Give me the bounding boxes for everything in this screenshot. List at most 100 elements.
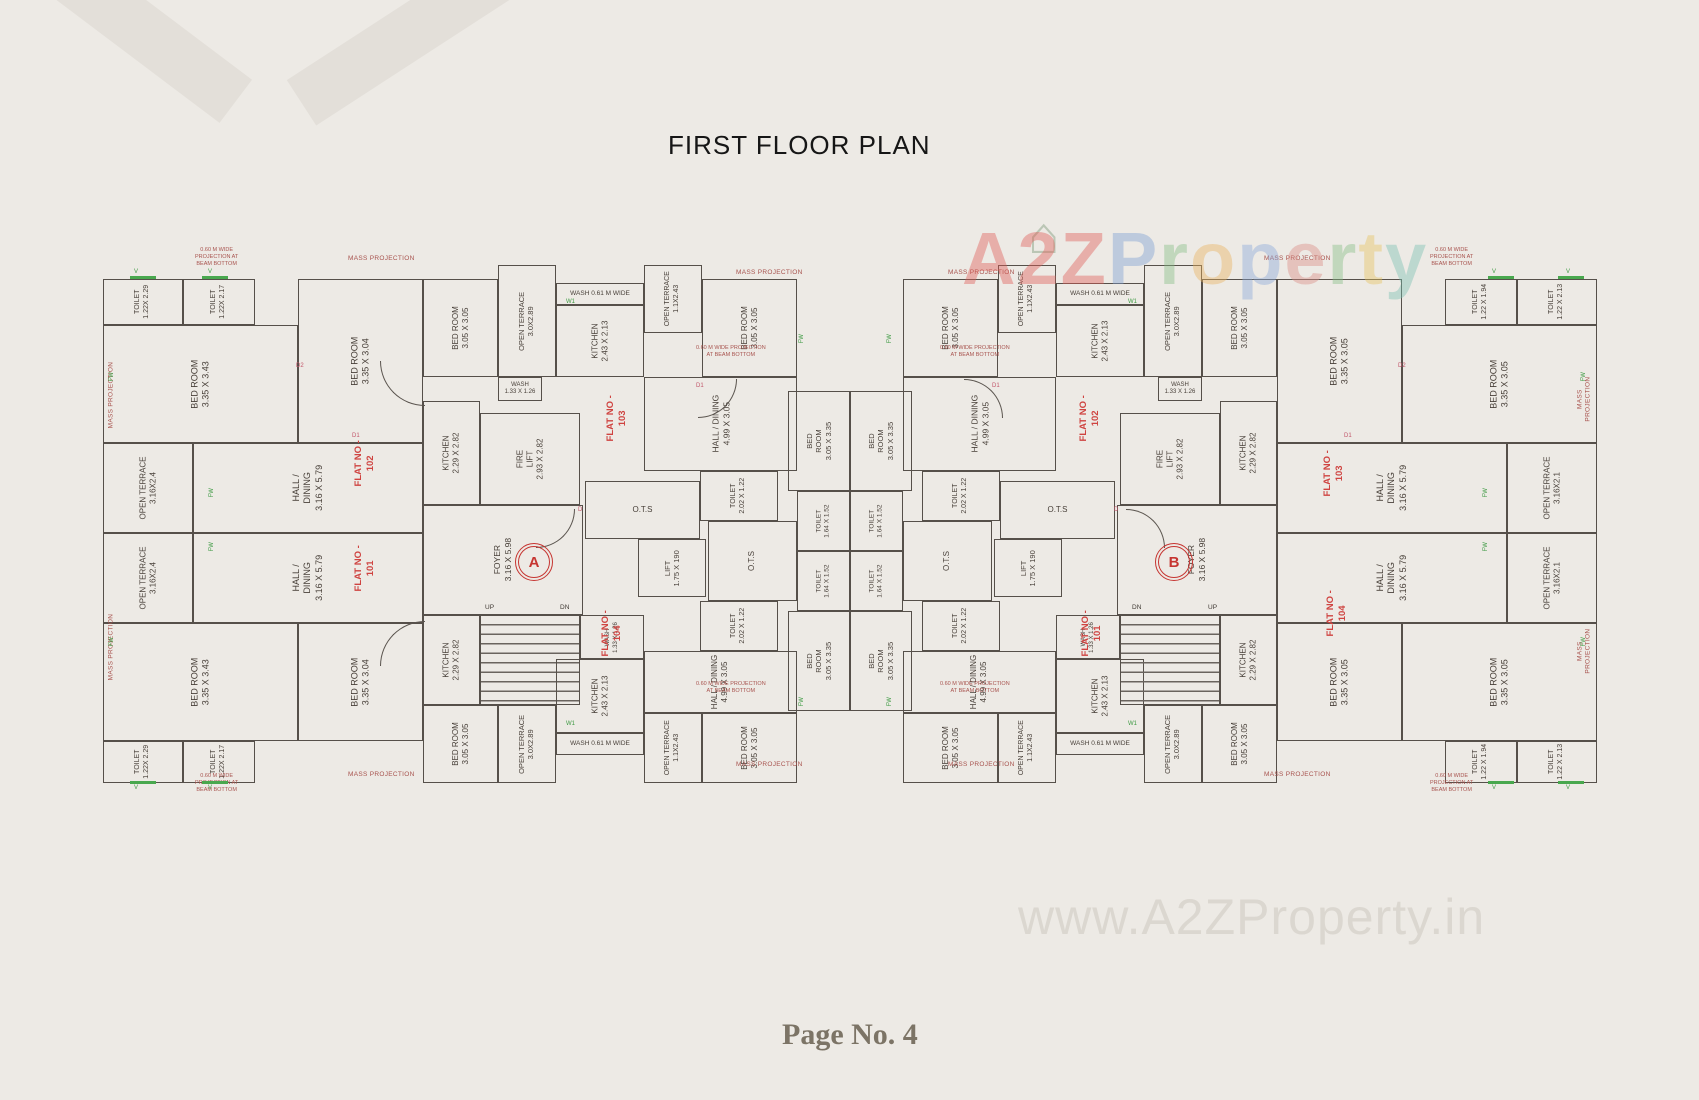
annotation-up: UP — [485, 604, 495, 611]
page-title: FIRST FLOOR PLAN — [668, 130, 931, 160]
annotation-v: V — [1492, 269, 1497, 275]
annotation-mass-projection: MASS PROJECTION — [107, 613, 115, 681]
annotation-fw: FW — [1482, 542, 1489, 552]
window-marker — [130, 276, 156, 279]
room-o-t-s: O.T.S — [903, 521, 992, 601]
brand-a2z-text: A2Z — [962, 217, 1108, 300]
brand-letter: y — [1385, 217, 1429, 300]
brand-letter: e — [1284, 217, 1328, 300]
annotation-0-60-m-wide-projection: 0.60 M WIDE PROJECTION AT BEAM BOTTOM — [696, 681, 766, 694]
annotation-mass-projection: MASS PROJECTION — [1576, 376, 1592, 422]
annotation-fw: FW — [1580, 372, 1587, 382]
annotation-v: V — [1492, 785, 1497, 791]
annotation-d1: D1 — [992, 383, 1000, 389]
wing-marker-a: A — [515, 543, 553, 581]
brand-watermark: A2ZProperty — [962, 216, 1428, 301]
annotation-0-60-m-wide: 0.60 M WIDE PROJECTION AT BEAM BOTTOM — [195, 247, 239, 267]
window-marker — [202, 276, 228, 279]
annotation-fw: FW — [1482, 488, 1489, 498]
window-marker — [202, 781, 228, 784]
flat-label-103: FLAT NO -103 — [1321, 449, 1346, 497]
annotation-mass-projection: MASS PROJECTION — [348, 771, 415, 778]
annotation-v: V — [1566, 785, 1571, 791]
room-wash-0-61-m-wide: WASH 0.61 M WIDE — [1056, 733, 1144, 755]
window-marker — [1558, 276, 1584, 279]
annotation-mass-projection: MASS PROJECTION — [1264, 771, 1331, 778]
flat-label-103: FLAT NO -103 — [604, 394, 629, 442]
annotation-w1: W1 — [566, 721, 575, 727]
staircase — [1120, 615, 1220, 705]
annotation-w1: W1 — [566, 299, 575, 305]
annotation-fw: FW — [798, 697, 805, 707]
annotation-d2: D2 — [296, 363, 304, 369]
corner-watermark-band — [286, 0, 686, 126]
annotation-fw: FW — [886, 334, 893, 344]
annotation-0-60-m-wide-projection: 0.60 M WIDE PROJECTION AT BEAM BOTTOM — [696, 345, 766, 358]
annotation-0-60-m-wide-projection: 0.60 M WIDE PROJECTION AT BEAM BOTTOM — [940, 345, 1010, 358]
annotation-dn: DN — [560, 604, 570, 611]
corner-watermark-band — [0, 0, 253, 123]
annotation-up: UP — [1208, 604, 1218, 611]
annotation-mass-projection: MASS PROJECTION — [736, 761, 803, 768]
flat-label-104: FLAT NO -104 — [599, 609, 624, 657]
room-o-t-s: O.T.S — [585, 481, 700, 539]
room-o-t-s: O.T.S — [708, 521, 797, 601]
brand-letter: o — [1189, 217, 1238, 300]
annotation-v: V — [134, 785, 139, 791]
brand-letter: t — [1358, 217, 1386, 300]
annotation-dn: DN — [1132, 604, 1142, 611]
brand-letter: p — [1237, 217, 1285, 300]
flat-label-101: FLAT NO -101 — [1079, 609, 1104, 657]
annotation-fw: FW — [208, 488, 215, 498]
annotation-d: D — [578, 507, 583, 513]
house-icon: ⌂ — [1028, 207, 1060, 265]
